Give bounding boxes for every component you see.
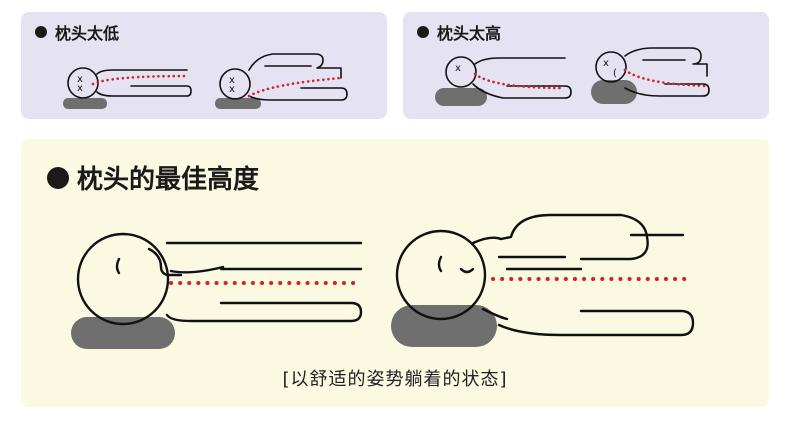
panel-low-title: 枕头太低 — [55, 24, 120, 43]
sleeping-person-high-figure: x x ( — [435, 47, 710, 106]
panel-pillow-too-low: 枕头太低 x x x x — [21, 12, 387, 119]
svg-text:(: ( — [613, 68, 617, 79]
spine-dotted-line-icon — [247, 76, 343, 98]
svg-text:x: x — [455, 63, 461, 74]
bullet-dot-icon — [35, 26, 47, 38]
panel-pillow-best-height: 枕头的最佳高度 [以舒适的姿势 — [21, 139, 769, 407]
pillow-icon — [71, 317, 175, 349]
panel-best-title: 枕头的最佳高度 — [77, 165, 260, 195]
svg-text:x: x — [229, 75, 235, 86]
panel-best-caption: [以舒适的姿势躺着的状态] — [282, 369, 508, 390]
sleeping-person-best-figure — [71, 213, 695, 349]
svg-text:x: x — [229, 84, 235, 95]
spine-dotted-line-icon — [473, 72, 565, 90]
panel-high-heading: 枕头太高 — [417, 20, 501, 44]
pillow-icon — [391, 305, 497, 347]
panel-low-heading: 枕头太低 — [35, 20, 119, 44]
svg-text:x: x — [77, 83, 83, 94]
bullet-dot-icon — [47, 166, 69, 189]
pillow-icon — [63, 98, 107, 109]
panel-pillow-too-high: 枕头太高 x x ( — [403, 12, 769, 119]
sleeping-person-flat-figure: x x x x — [63, 53, 348, 109]
pillow-icon — [435, 88, 487, 106]
spine-dotted-line-icon — [91, 74, 191, 86]
pillow-icon — [215, 98, 261, 109]
pillow-icon — [591, 80, 637, 104]
bullet-dot-icon — [417, 26, 429, 38]
spine-dotted-line-icon — [623, 68, 709, 88]
svg-text:x: x — [77, 74, 83, 85]
panel-best-heading: 枕头的最佳高度 — [47, 159, 259, 196]
panel-high-title: 枕头太高 — [437, 24, 502, 43]
svg-text:x: x — [603, 58, 609, 69]
